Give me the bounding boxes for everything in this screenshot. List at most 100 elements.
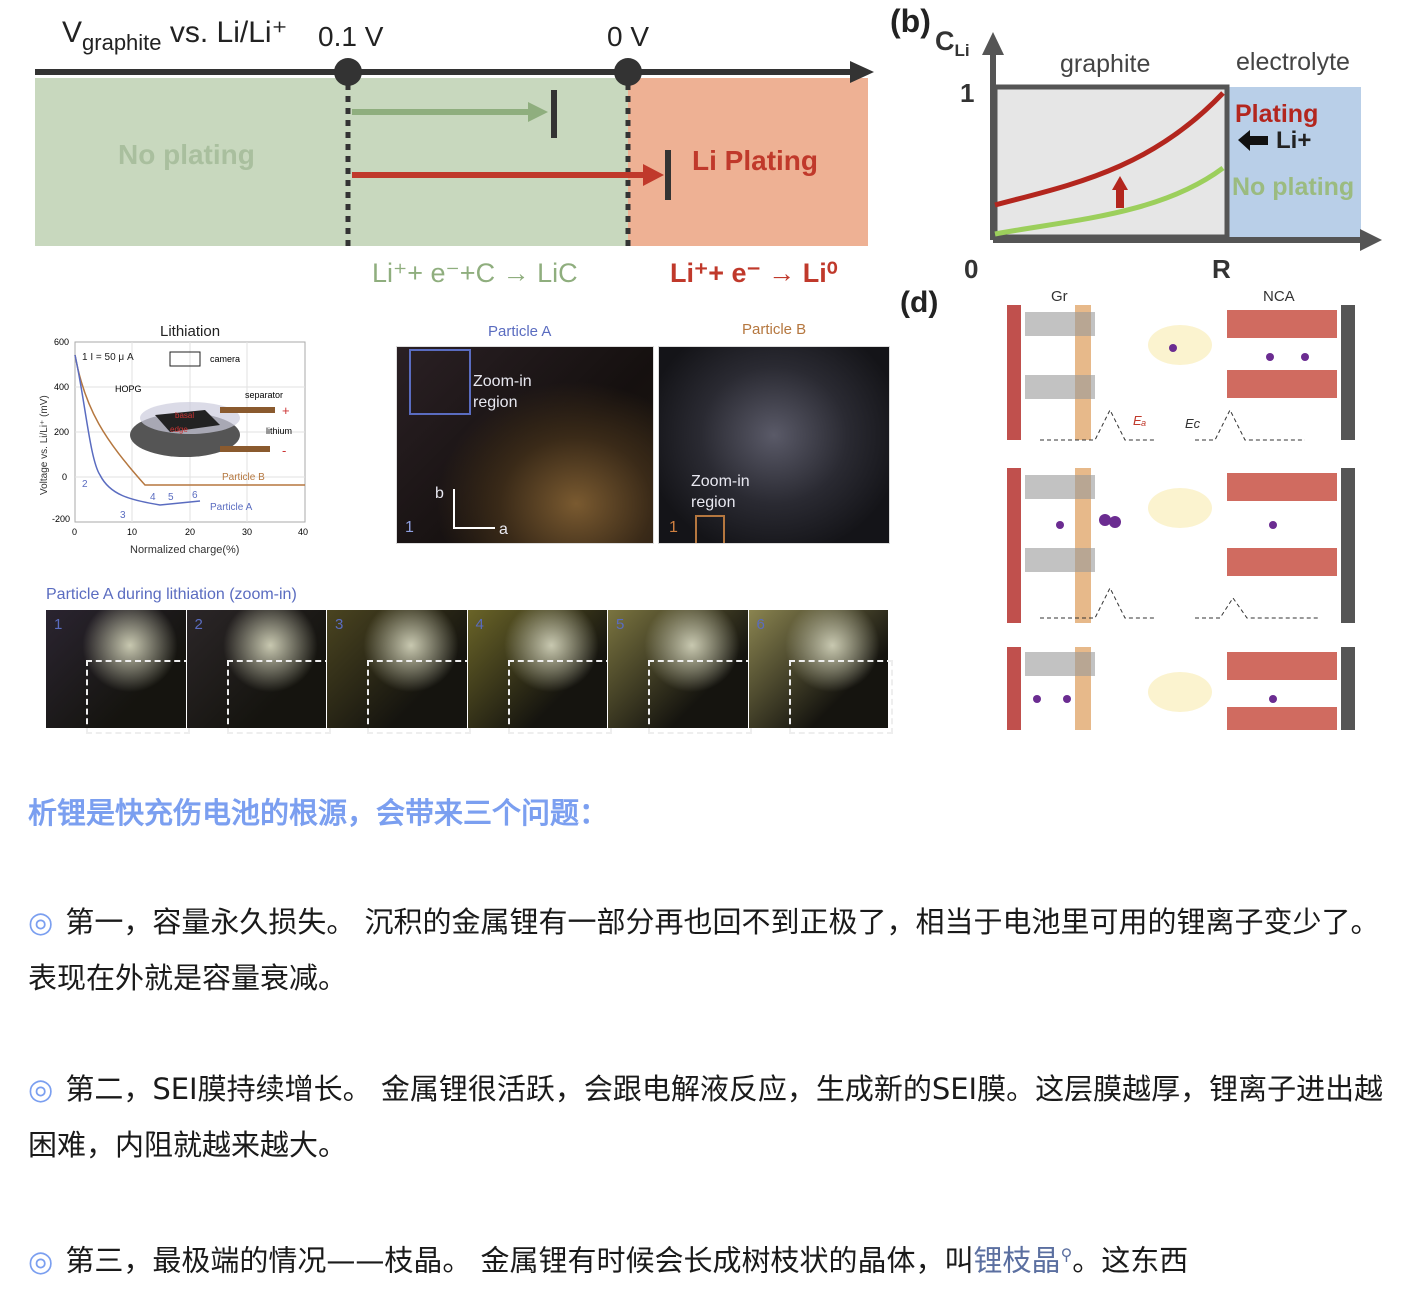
- no-plating-curve: [994, 165, 1225, 237]
- particle-a-curve: [74, 354, 201, 506]
- marker-label: 5: [168, 492, 174, 503]
- particle-b-image: Zoom-in region 1: [658, 346, 890, 544]
- reaction-lic: Li⁺+ e⁻+C → LiC: [372, 258, 578, 288]
- camera-label: camera: [210, 354, 240, 364]
- lithium-label: lithium: [266, 426, 292, 436]
- sequence-frame: 4: [466, 610, 612, 734]
- x-tick: 20: [185, 527, 195, 537]
- y-axis-label: Voltage vs. Li/Li⁺ (mV): [39, 395, 50, 495]
- x-tick-0: 0: [964, 254, 978, 284]
- paragraph-text: 。这东西: [1072, 1243, 1189, 1278]
- bullet-icon: ◎: [28, 1072, 54, 1106]
- no-plating-label-b: No plating: [1232, 173, 1354, 201]
- y-arrowhead: [982, 32, 1004, 55]
- search-icon[interactable]: ⚲: [1060, 1245, 1073, 1264]
- frame-number: 3: [335, 616, 344, 633]
- y-tick: 0: [62, 472, 67, 482]
- paragraph-2: ◎第二，SEI膜持续增长。 金属锂很活跃，会跟电解液反应，生成新的SEI膜。这层…: [28, 1061, 1388, 1173]
- li-ion-label: Li+: [1276, 127, 1311, 154]
- grid: [75, 342, 305, 522]
- zoom-in-label: Zoom-in region: [473, 373, 532, 411]
- lithiation-sequence: 1 2 3 4 5 6: [45, 610, 893, 734]
- tick-01v: 0.1 V: [318, 21, 384, 52]
- nca-label: NCA: [1263, 288, 1295, 305]
- frame-number: 5: [616, 616, 625, 633]
- x-tick: 30: [242, 527, 252, 537]
- current-label: 1 I = 50 μ A: [82, 352, 134, 363]
- zoom-region-outline: [226, 660, 331, 734]
- y-tick: -200: [52, 514, 70, 524]
- y-tick-1: 1: [960, 78, 974, 108]
- graphite-label: graphite: [1060, 50, 1150, 78]
- concentration-profile-diagram: (b) CLi 1 0 R graphite electrolyte Plati…: [890, 3, 1382, 284]
- plating-curve: [994, 91, 1225, 208]
- paragraph-text: 第二，SEI膜持续增长。 金属锂很活跃，会跟电解液反应，生成新的SEI膜。这层膜…: [28, 1072, 1384, 1162]
- left-arrow-icon: [1238, 130, 1268, 151]
- zoom-region-outline: [648, 660, 752, 734]
- frame-number: 1: [669, 519, 678, 536]
- zoom-region-outline: [86, 660, 190, 734]
- hopg-sample: [155, 410, 220, 432]
- edge-label: edge: [170, 425, 188, 434]
- y-tick: 200: [54, 427, 69, 437]
- axis-b-label: b: [435, 485, 444, 502]
- dendrite-link[interactable]: 锂枝晶: [973, 1243, 1061, 1278]
- y-axis-label: CLi: [935, 26, 970, 60]
- axis-arrowhead: [850, 61, 874, 83]
- zoom-in-box: [409, 349, 471, 415]
- paragraph-text: 第一，容量永久损失。 沉积的金属锂有一部分再也回不到正极了，相当于电池里可用的锂…: [28, 905, 1380, 995]
- sequence-frame: 6: [747, 610, 893, 734]
- camera-icon: [169, 351, 201, 367]
- sequence-title: Particle A during lithiation (zoom-in): [46, 586, 297, 603]
- particle-a-image: Zoom-in region 1 b a: [396, 346, 654, 544]
- schematic-rows: Eₐ Eᴄ: [1007, 305, 1355, 730]
- gr-label: Gr: [1051, 288, 1068, 305]
- li-plating-label: Li Plating: [692, 145, 818, 176]
- electrolyte-region: [1227, 87, 1361, 237]
- paragraph-3: ◎ 第三，最极端的情况——枝晶。 金属锂有时候会长成树枝状的晶体，叫锂枝晶⚲。这东…: [28, 1227, 1388, 1289]
- paragraph-text: 第三，最极端的情况——枝晶。 金属锂有时候会长成树枝状的晶体，叫: [65, 1243, 974, 1278]
- up-arrowhead: [1112, 176, 1128, 190]
- minus-sign: -: [282, 443, 286, 458]
- plus-sign: +: [282, 403, 290, 418]
- marker-0v: [614, 58, 642, 86]
- basal-label: basal: [175, 411, 194, 420]
- article-heading: 析锂是快充伤电池的根源，会带来三个问题：: [28, 796, 609, 830]
- frame-number: 2: [194, 616, 203, 633]
- panel-label-b: (b): [890, 3, 931, 39]
- bullet-icon: ◎: [28, 1243, 54, 1278]
- zoom-in-label: Zoom-in region: [691, 473, 750, 511]
- plating-potential-diagram: Vgraphite vs. Li/Li⁺ 0.1 V 0 V No platin…: [35, 16, 874, 288]
- axis-a-label: a: [499, 521, 508, 538]
- plating-label: Plating: [1235, 100, 1318, 128]
- axis-b-arrow: [453, 489, 455, 527]
- x-tick: 0: [72, 527, 77, 537]
- axis-a-arrow: [453, 527, 495, 529]
- y-tick: 400: [54, 382, 69, 392]
- particle-b-title: Particle B: [742, 321, 807, 338]
- particle-a-label: Particle A: [210, 502, 253, 513]
- zoom-region-outline: [367, 660, 471, 734]
- svg-text:Eₐ: Eₐ: [1133, 413, 1147, 428]
- red-arrowhead: [643, 164, 664, 186]
- frame-number: 1: [54, 616, 63, 633]
- frame-number: 6: [756, 616, 765, 633]
- sequence-frame: 3: [326, 610, 471, 734]
- panel-label-d: (d): [900, 286, 938, 319]
- x-axis-label: Normalized charge(%): [130, 544, 239, 556]
- green-arrowhead: [528, 102, 548, 122]
- hopg-label: HOPG: [115, 384, 142, 394]
- particle-a-title: Particle A: [488, 323, 552, 340]
- bullet-icon: ◎: [28, 905, 54, 939]
- frame-number: 1: [405, 519, 414, 536]
- frame-number: 4: [475, 616, 484, 633]
- marker-01v: [334, 58, 362, 86]
- x-tick: 10: [127, 527, 137, 537]
- sequence-frame: 1: [45, 610, 190, 734]
- up-arrow-icon: [1116, 188, 1124, 208]
- marker-label: 4: [150, 492, 156, 503]
- reaction-li0: Li⁺+ e⁻ → Li⁰: [670, 258, 838, 288]
- sequence-frame: 5: [607, 610, 752, 734]
- x-tick-r: R: [1212, 254, 1231, 284]
- sequence-frame: 2: [185, 610, 331, 734]
